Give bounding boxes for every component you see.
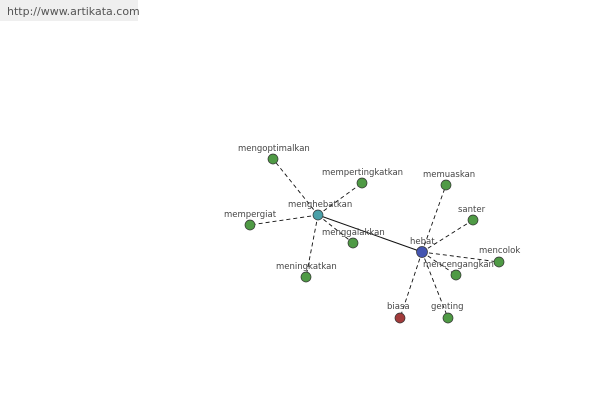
- edge-hebat-santer: [421, 219, 474, 253]
- node-label-menghebatkan[interactable]: menghebatkan: [288, 200, 352, 210]
- edge-menghebatkan-mempertingkatkan: [317, 182, 363, 216]
- node-label-mempertingkatkan[interactable]: mempertingkatkan: [322, 168, 403, 178]
- nodes-layer: [244, 153, 505, 324]
- node-label-meningkatkan[interactable]: meningkatkan: [276, 262, 337, 272]
- node-hebat[interactable]: [416, 246, 428, 258]
- node-meningkatkan[interactable]: [300, 271, 312, 283]
- edge-menghebatkan-mempergiat: [249, 214, 319, 226]
- node-label-mencengangkan[interactable]: mencengangkan: [423, 260, 494, 270]
- node-label-menggalakkan[interactable]: menggalakkan: [322, 228, 385, 238]
- source-link[interactable]: http://www.artikata.com: [0, 0, 140, 21]
- labels-layer: hebat menghebatkan mengoptimalkan mempertin…: [224, 144, 520, 312]
- edges-layer: [249, 158, 500, 319]
- node-genting[interactable]: [442, 312, 454, 324]
- edge-menghebatkan-menggalakkan: [317, 214, 354, 244]
- edge-hebat-memuaskan: [421, 184, 447, 253]
- edge-menghebatkan-meningkatkan: [305, 214, 319, 278]
- node-label-genting[interactable]: genting: [431, 302, 464, 312]
- node-label-memuaskan[interactable]: memuaskan: [423, 170, 475, 180]
- node-santer[interactable]: [467, 214, 479, 226]
- node-mengoptimalkan[interactable]: [267, 153, 279, 165]
- node-mempertingkatkan[interactable]: [356, 177, 368, 189]
- node-mencengangkan[interactable]: [450, 269, 462, 281]
- node-biasa[interactable]: [394, 312, 406, 324]
- edge-hebat-biasa: [399, 251, 423, 319]
- node-menghebatkan[interactable]: [312, 209, 324, 221]
- node-label-santer[interactable]: santer: [458, 205, 486, 215]
- node-label-mempergiat[interactable]: mempergiat: [224, 210, 277, 220]
- edge-hebat-mencolok: [421, 251, 500, 263]
- node-label-mencolok[interactable]: mencolok: [479, 246, 520, 256]
- node-mencolok[interactable]: [493, 256, 505, 268]
- node-menggalakkan[interactable]: [347, 237, 359, 249]
- node-memuaskan[interactable]: [440, 179, 452, 191]
- node-label-mengoptimalkan[interactable]: mengoptimalkan: [238, 144, 310, 154]
- edge-menghebatkan-hebat: [317, 214, 423, 253]
- edge-menghebatkan-mengoptimalkan: [272, 158, 319, 216]
- node-mempergiat[interactable]: [244, 219, 256, 231]
- node-label-hebat[interactable]: hebat: [410, 237, 435, 247]
- edge-hebat-genting: [421, 251, 449, 319]
- node-label-biasa[interactable]: biasa: [387, 302, 410, 312]
